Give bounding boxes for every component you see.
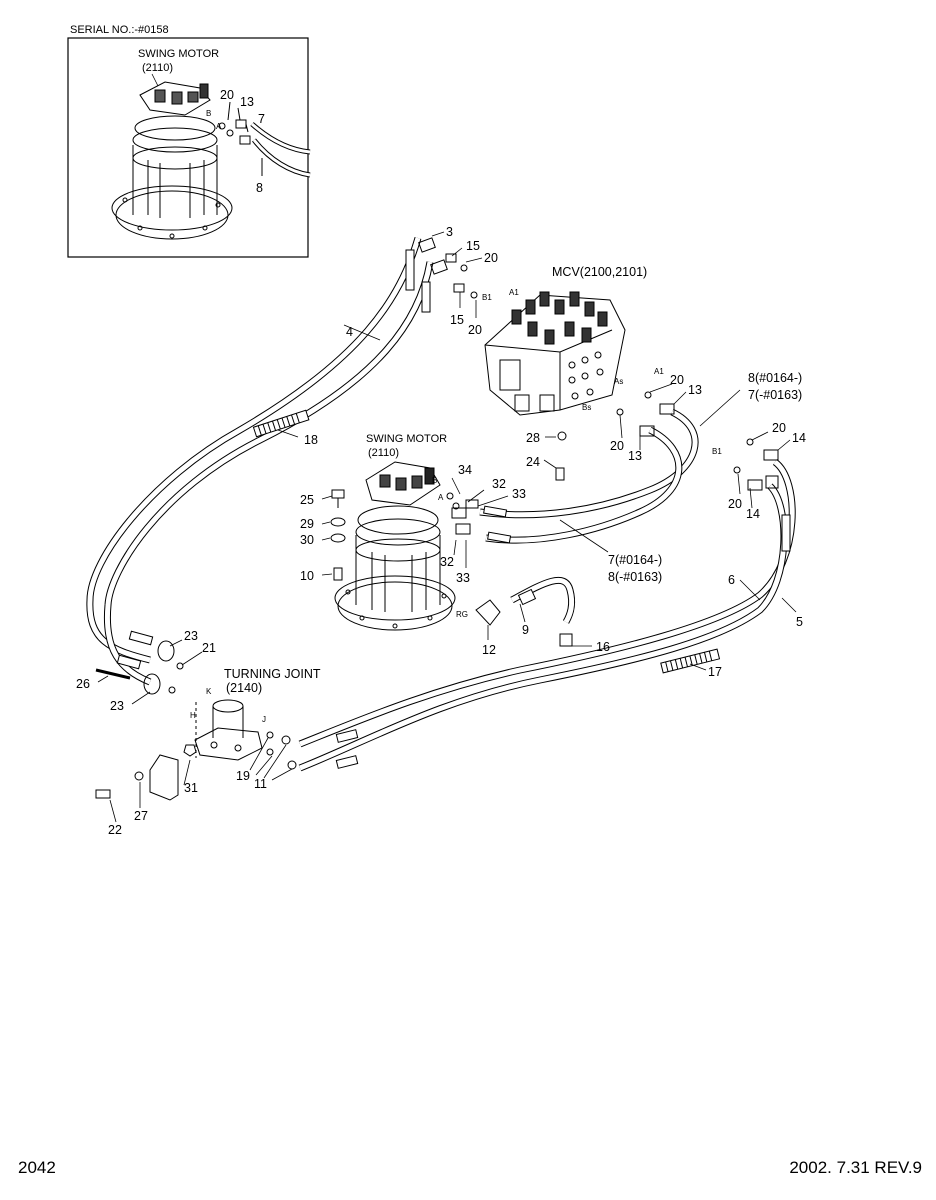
port-motor-a: A (438, 493, 444, 502)
callout-22: 22 (108, 823, 122, 837)
callout-15: 15 (466, 239, 480, 253)
callout-8-serial: 8(#0164-) (748, 371, 802, 385)
port-labels: A1 B1 As Bs A1 B1 A B RG H J K (190, 288, 722, 724)
port-motor-b: B (432, 476, 437, 485)
callout-10: 10 (300, 569, 314, 583)
port-b1-right: B1 (712, 447, 722, 456)
inset-callout-20: 20 (220, 88, 234, 102)
callout-14: 14 (792, 431, 806, 445)
callout-20: 20 (772, 421, 786, 435)
callout-numbers: 3 15 20 15 20 4 18 20 13 8(#0164-) 7(-#0… (76, 225, 806, 837)
inset-frame (67, 37, 309, 258)
callout-26: 26 (76, 677, 90, 691)
callout-17: 17 (708, 665, 722, 679)
callout-24: 24 (526, 455, 540, 469)
inset-callout-8: 8 (256, 181, 263, 195)
callout-13: 13 (688, 383, 702, 397)
callout-33: 33 (512, 487, 526, 501)
callout-5: 5 (796, 615, 803, 629)
port-a1: A1 (509, 288, 519, 297)
callout-31: 31 (184, 781, 198, 795)
mcv-label: MCV(2100,2101) (552, 265, 647, 279)
swing-motor-code: (2110) (368, 447, 399, 459)
callout-27: 27 (134, 809, 148, 823)
callout-6: 6 (728, 573, 735, 587)
port-j: J (262, 715, 266, 724)
port-b1-top: B1 (482, 293, 492, 302)
hose-sleeves (116, 249, 791, 769)
swing-motor-title: SWING MOTOR (366, 433, 447, 445)
callout-7-serial: 7(-#0163) (748, 388, 802, 402)
inset-port-b: B (206, 109, 211, 118)
turning-joint-title: TURNING JOINT (224, 667, 321, 681)
callout-20: 20 (728, 497, 742, 511)
callout-15: 15 (450, 313, 464, 327)
callout-11: 11 (254, 777, 267, 791)
leader-lines (97, 231, 797, 823)
callout-3: 3 (446, 225, 453, 239)
mcv-control-valve (484, 291, 626, 416)
inset-callout-7: 7 (258, 112, 265, 126)
inset-motor-code: (2110) (142, 62, 173, 74)
port-a1-right: A1 (654, 367, 664, 376)
port-k: K (206, 687, 212, 696)
inset-port-a: A (216, 122, 222, 131)
callout-20: 20 (468, 323, 482, 337)
callout-4: 4 (346, 325, 353, 339)
callout-14: 14 (746, 507, 760, 521)
inset-motor-title: SWING MOTOR (138, 48, 219, 60)
callout-9: 9 (522, 623, 529, 637)
callout-19: 19 (236, 769, 250, 783)
port-bs: Bs (582, 403, 591, 412)
port-rg: RG (456, 610, 468, 619)
callout-34: 34 (458, 463, 472, 477)
callout-7-serial-b: 7(#0164-) (608, 553, 662, 567)
inset-callout-13: 13 (240, 95, 254, 109)
callout-28: 28 (526, 431, 540, 445)
callout-30: 30 (300, 533, 314, 547)
callout-23: 23 (110, 699, 124, 713)
revision-date: 2002. 7.31 REV.9 (789, 1158, 922, 1177)
callout-20: 20 (484, 251, 498, 265)
callout-33: 33 (456, 571, 470, 585)
port-h: H (190, 711, 196, 720)
callout-16: 16 (596, 640, 610, 654)
hose-routes (86, 237, 796, 772)
callout-21: 21 (202, 641, 216, 655)
callout-18: 18 (304, 433, 318, 447)
callout-32: 32 (492, 477, 506, 491)
callout-29: 29 (300, 517, 314, 531)
inset-serial-label: SERIAL NO.:-#0158 (70, 24, 169, 36)
swing-motor-drawing (334, 461, 456, 631)
callout-8-serial-b: 8(-#0163) (608, 570, 662, 584)
callout-32: 32 (440, 555, 454, 569)
callout-25: 25 (300, 493, 314, 507)
page-number: 2042 (18, 1158, 56, 1177)
callout-23: 23 (184, 629, 198, 643)
callout-20: 20 (670, 373, 684, 387)
inset-serial-panel: SERIAL NO.:-#0158 SWING MOTOR (2110) (67, 24, 311, 258)
fittings (95, 237, 779, 695)
callout-20: 20 (610, 439, 624, 453)
callout-13: 13 (628, 449, 642, 463)
turning-joint-code: (2140) (226, 681, 262, 695)
inset-swing-motor-drawing (111, 81, 233, 240)
callout-12: 12 (482, 643, 496, 657)
port-as: As (614, 377, 623, 386)
